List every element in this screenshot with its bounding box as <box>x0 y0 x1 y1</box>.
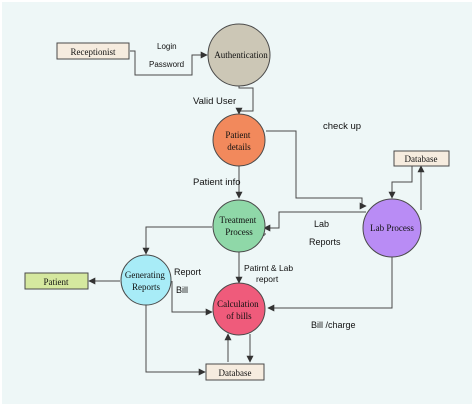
treatment-process-node <box>212 199 266 253</box>
lab-process-node <box>362 198 422 258</box>
patient-label: Patient <box>44 277 69 287</box>
edge-treatment-to-generating-reports <box>142 226 212 255</box>
calculation-line-2: of bills <box>226 311 252 321</box>
patient-details-line-1: Patient <box>225 130 250 140</box>
patient-lab-report-line-2: report <box>256 274 279 284</box>
receptionist-box <box>56 42 130 60</box>
patient-details-line-2: details <box>227 142 251 152</box>
database-bottom-label: Database <box>219 368 252 378</box>
bill-charge-label: Bill /charge <box>311 320 356 330</box>
patient-box <box>24 272 89 290</box>
check-up-label: check up <box>323 121 361 132</box>
generating-reports-label: Generating Reports <box>125 270 167 292</box>
generating-reports-node <box>120 254 172 306</box>
edge-database-to-lab-process <box>388 166 413 199</box>
treatment-process-line-2: Process <box>225 227 253 237</box>
bill-label: Bill <box>176 285 188 295</box>
valid-user-label: Valid User <box>193 96 236 107</box>
patient-details-node <box>212 113 266 167</box>
treatment-process-label: Treatment Process <box>220 215 259 237</box>
authentication-label: Authentication <box>214 50 268 60</box>
reports-label: Reports <box>309 237 341 247</box>
edge-receptionist-to-authentication <box>130 50 208 76</box>
calculation-of-bills-label: Calculation of bills <box>217 299 261 321</box>
authentication-node <box>207 23 271 87</box>
calculation-of-bills-node <box>212 282 266 336</box>
report-label: Report <box>174 267 202 277</box>
receptionist-label: Receptionist <box>71 47 116 57</box>
lab-label: Lab <box>314 219 329 229</box>
login-label: Login <box>157 42 177 51</box>
lab-process-label: Lab Process <box>370 223 414 233</box>
password-label: Password <box>149 60 184 69</box>
database-top-label: Database <box>405 154 438 164</box>
patient-info-label: Patient info <box>193 177 241 188</box>
calculation-line-1: Calculation <box>217 299 259 309</box>
edge-generating-reports-to-database <box>145 305 206 376</box>
treatment-process-line-1: Treatment <box>220 215 257 225</box>
patient-lab-report-line-1: Patirnt & Lab <box>244 263 293 273</box>
edge-lab-process-to-calculation <box>267 256 393 312</box>
edge-lab-process-to-treatment <box>263 211 366 232</box>
edge-authentication-to-patient-details <box>235 85 254 115</box>
patient-details-label: Patient details <box>225 130 252 152</box>
edge-generating-reports-to-calculation <box>171 281 213 316</box>
edge-patient-details-to-lab-process <box>266 130 367 210</box>
database-bottom-box <box>205 363 265 381</box>
generating-reports-line-1: Generating <box>125 270 165 280</box>
generating-reports-line-2: Reports <box>132 282 160 292</box>
database-top-box <box>393 150 450 167</box>
patient-lab-report-label: Patirnt & Lab report <box>244 263 296 284</box>
